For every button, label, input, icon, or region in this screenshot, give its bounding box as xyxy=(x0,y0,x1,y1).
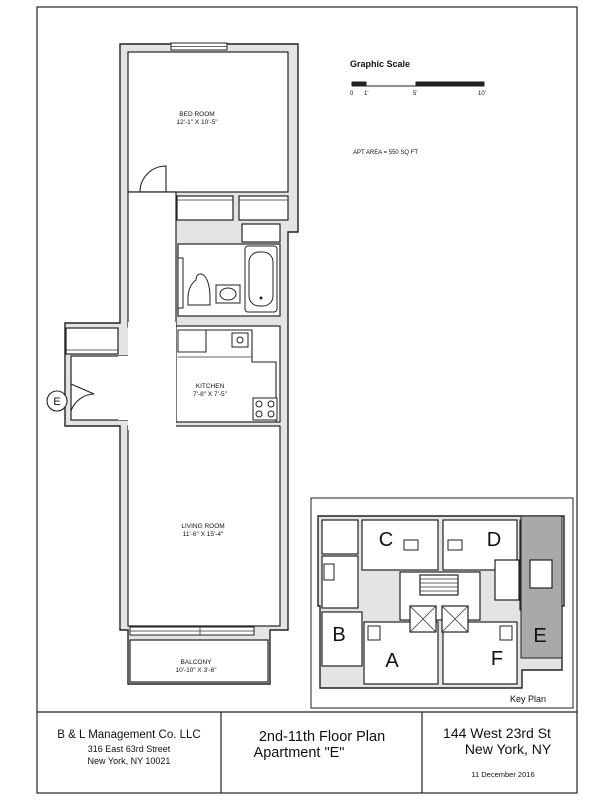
kitchen-counter xyxy=(206,329,277,422)
key-unit-c xyxy=(361,519,439,571)
scale-title: Graphic Scale xyxy=(350,59,410,69)
entry-marker-label: E xyxy=(53,396,60,408)
entry-door xyxy=(70,383,95,412)
bedroom-size: 12'-1" X 10'-5" xyxy=(176,119,218,126)
bath-linen-closet xyxy=(241,223,281,243)
plan-subtitle: Apartment "E" xyxy=(254,745,345,761)
graphic-scale: Graphic Scale 0 1' 5' 10' xyxy=(350,59,486,97)
refrigerator xyxy=(177,329,207,353)
building-address-line1: 144 West 23rd St xyxy=(443,725,551,741)
key-label-a: A xyxy=(385,650,399,672)
key-plan: C D B A F E Key Plan xyxy=(310,497,574,709)
toilet xyxy=(187,273,211,306)
key-unit-c-bedroom xyxy=(321,519,359,555)
living-room-label: LIVING ROOM xyxy=(181,523,224,530)
balcony-label: BALCONY xyxy=(180,659,212,666)
kitchen-size: 7'-8" X 7'-5" xyxy=(193,391,228,398)
balcony-size: 10'-10" X 3'-6" xyxy=(175,667,217,674)
building-address-line2: New York, NY xyxy=(465,741,552,757)
apartment-plan: E BED ROOM 12'-1" X 10'-5" KITCHEN 7'-8"… xyxy=(46,42,299,685)
company-name: B & L Management Co. LLC xyxy=(57,729,200,741)
entry-marker xyxy=(46,390,68,412)
plan-date: 11 December 2016 xyxy=(471,770,534,779)
kitchen-label: KITCHEN xyxy=(196,383,225,390)
key-label-f: F xyxy=(491,648,503,670)
plan-title: 2nd-11th Floor Plan xyxy=(259,729,385,745)
key-stairs xyxy=(419,574,459,596)
bedroom-door xyxy=(139,165,167,193)
key-plan-title: Key Plan xyxy=(510,694,546,704)
title-block: B & L Management Co. LLC 316 East 63rd S… xyxy=(37,711,577,793)
key-label-d: D xyxy=(487,529,501,551)
stove xyxy=(252,397,278,421)
scale-tick-5: 5' xyxy=(413,91,417,97)
living-room-size: 11'-6" X 15'-4" xyxy=(183,531,224,538)
company-address-line2: New York, NY 10021 xyxy=(88,756,171,766)
living-room xyxy=(127,425,281,627)
apt-area: APT AREA = 550 SQ FT xyxy=(353,150,418,156)
scale-tick-10: 10' xyxy=(478,91,486,97)
key-label-b: B xyxy=(332,624,345,646)
hallway xyxy=(127,191,177,328)
key-label-c: C xyxy=(379,529,393,551)
key-unit-f-upper xyxy=(494,559,520,601)
scale-tick-0: 0 xyxy=(350,91,354,97)
company-address-line1: 316 East 63rd Street xyxy=(88,744,171,754)
key-unit-b xyxy=(321,611,363,667)
sheet-border xyxy=(36,6,578,794)
balcony-area xyxy=(129,639,269,683)
scale-tick-1: 1' xyxy=(364,91,368,97)
bedroom-label: BED ROOM xyxy=(179,111,214,118)
key-label-e: E xyxy=(533,625,546,647)
bathroom-window xyxy=(177,257,184,309)
key-unit-e-bath xyxy=(529,559,553,589)
